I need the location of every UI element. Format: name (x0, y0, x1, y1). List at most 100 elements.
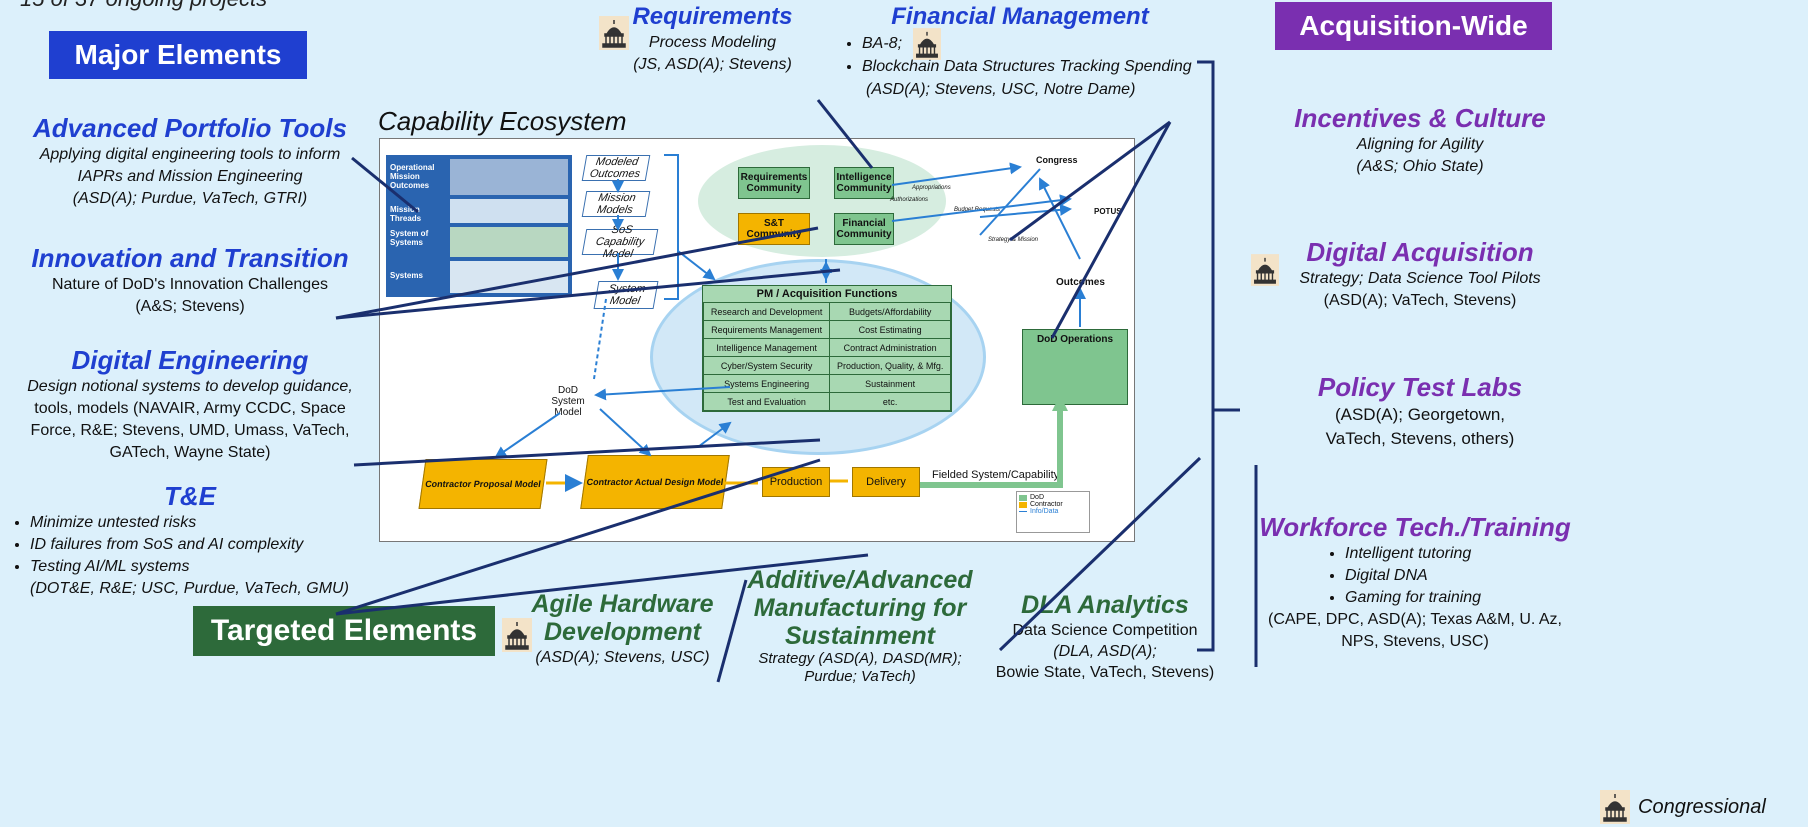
workforce-bullet-3: Gaming for training (1345, 587, 1580, 609)
legend-info: Info/Data (1030, 508, 1059, 515)
congressional-label: Congressional (1638, 795, 1766, 818)
innovation-transition: Innovation and Transition Nature of DoD'… (20, 242, 360, 318)
incentives-section: Incentives & Culture Aligning for Agilit… (1270, 102, 1570, 178)
requirements-section: Requirements Process Modeling (JS, ASD(A… (625, 2, 800, 76)
financial-section: Financial Management BA-8; Blockchain Da… (840, 2, 1200, 101)
workforce-section: Workforce Tech./Training Intelligent tut… (1250, 511, 1580, 653)
dod-ops-title: DoD Operations (1036, 334, 1114, 345)
workforce-title: Workforce Tech./Training (1259, 512, 1571, 542)
incentives-line-2: (A&S; Ohio State) (1356, 158, 1484, 175)
capitol-icon-agile (502, 618, 532, 652)
workforce-bullet-2: Digital DNA (1345, 565, 1580, 587)
policy-section: Policy Test Labs (ASD(A); Georgetown, Va… (1270, 371, 1570, 451)
strategy-mission-label: Strategy & Mission (988, 237, 1039, 243)
policy-line-2: VaTech, Stevens, others) (1325, 429, 1515, 448)
digital-eng-line-1: Design notional systems to develop guida… (27, 378, 353, 395)
dla-line-2: (DLA, ASD(A); (1053, 643, 1157, 660)
dod-system-model: DoD System Model (551, 385, 585, 418)
acquisition-wide-bracket (1197, 60, 1240, 652)
digital-acq-line-2: (ASD(A); VaTech, Stevens) (1323, 292, 1517, 309)
layer-mission-threads: Mission Threads (390, 205, 422, 223)
additive-line-1: Strategy (ASD(A), DASD(MR); (758, 650, 962, 667)
production-box: Production (762, 467, 830, 497)
pm-cell: Test and Evaluation (702, 392, 831, 411)
legend-contractor: Contractor (1030, 501, 1063, 508)
policy-line-1: (ASD(A); Georgetown, (1334, 405, 1506, 424)
diagram-arrows (494, 154, 1086, 492)
digital-eng-title: Digital Engineering (71, 345, 309, 375)
agile-title-2: Development (544, 618, 701, 646)
major-elements-banner: Major Elements (49, 31, 307, 79)
pm-title: PM / Acquisition Functions (756, 288, 898, 300)
capitol-icon-financial (913, 28, 941, 60)
te-title: T&E (164, 481, 216, 511)
dla-title: DLA Analytics (1021, 591, 1189, 619)
incentives-title: Incentives & Culture (1294, 103, 1546, 133)
dla-line-3: Bowie State, VaTech, Stevens) (995, 664, 1215, 681)
capitol-icon-digital-acq (1251, 254, 1279, 286)
workforce-bullet-1: Intelligent tutoring (1345, 543, 1580, 565)
diagram-title: Capability Ecosystem (378, 106, 627, 136)
advanced-portfolio-tools: Advanced Portfolio Tools Applying digita… (20, 112, 360, 210)
digital-eng-line-2: tools, models (NAVAIR, Army CCDC, Space (34, 400, 346, 417)
financial-tail: (ASD(A); Stevens, USC, Notre Dame) (866, 81, 1136, 98)
additive-title-2: Manufacturing for (753, 594, 967, 622)
portfolio-line-2: IAPRs and Mission Engineering (77, 168, 303, 185)
delivery-box: Delivery (852, 467, 920, 497)
potus-label: POTUS (1094, 207, 1122, 216)
layer-operational: Operational Mission Outcomes (390, 163, 435, 190)
digital-acq-title: Digital Acquisition (1306, 237, 1534, 267)
te-bullet-1: Minimize untested risks (30, 512, 370, 534)
additive-title-1: Additive/Advanced (747, 566, 973, 594)
incentives-line-1: Aligning for Agility (1356, 136, 1484, 153)
requirements-community: Requirements Community (738, 167, 810, 199)
agile-line: (ASD(A); Stevens, USC) (535, 649, 710, 666)
additive-title-3: Sustainment (784, 622, 936, 650)
capability-ecosystem-diagram: Operational Mission Outcomes Mission Thr… (379, 138, 1135, 542)
te-section: T&E Minimize untested risks ID failures … (0, 480, 370, 600)
capitol-icon (1600, 790, 1630, 824)
outcomes-label: Outcomes (1056, 277, 1105, 288)
legend-dod: DoD (1030, 494, 1045, 501)
requirements-line-1: Process Modeling (648, 34, 777, 51)
financial-community: Financial Community (834, 213, 894, 245)
dod-operations: DoD Operations (1022, 329, 1128, 405)
financial-bullet-2: Blockchain Data Structures Tracking Spen… (862, 55, 1200, 78)
digital-acquisition-section: Digital Acquisition Strategy; Data Scien… (1270, 236, 1570, 312)
layer-stack: Operational Mission Outcomes Mission Thr… (386, 155, 572, 297)
diagram-legend: DoD Contractor Info/Data (1016, 491, 1090, 533)
layer-systems: Systems (390, 271, 423, 280)
digital-eng-line-3: Force, R&E; Stevens, UMD, Umass, VaTech, (30, 422, 350, 439)
st-community: S&T Community (738, 213, 810, 245)
requirements-title: Requirements (632, 3, 793, 30)
authorizations-label: Authorizations (890, 197, 929, 203)
additive-line-2: Purdue; VaTech) (804, 668, 916, 685)
agile-section: Agile Hardware Development (ASD(A); Stev… (510, 590, 735, 670)
appropriations-label: Appropriations (912, 185, 951, 191)
digital-engineering: Digital Engineering Design notional syst… (20, 344, 360, 464)
capitol-icon-requirements (599, 16, 629, 50)
te-bullet-2: ID failures from SoS and AI complexity (30, 534, 370, 556)
innovation-line-2: (A&S; Stevens) (135, 298, 245, 315)
financial-bullet-1: BA-8; (862, 32, 1200, 55)
pm-cell: etc. (829, 392, 951, 411)
financial-title: Financial Management (891, 3, 1149, 30)
congress-label: Congress (1036, 155, 1078, 165)
targeted-elements-banner: Targeted Elements (193, 606, 495, 656)
portfolio-line-3: (ASD(A); Purdue, VaTech, GTRI) (72, 190, 308, 207)
additive-section: Additive/Advanced Manufacturing for Sust… (735, 566, 985, 686)
portfolio-title: Advanced Portfolio Tools (33, 113, 347, 143)
fielded-label: Fielded System/Capability (932, 469, 1060, 481)
dla-section: DLA Analytics Data Science Competition (… (975, 590, 1235, 683)
workforce-tail-2: NPS, Stevens, USC) (1341, 633, 1489, 650)
innovation-line-1: Nature of DoD's Innovation Challenges (51, 276, 329, 293)
dla-line-1: Data Science Competition (1012, 622, 1198, 639)
congressional-legend: Congressional (1600, 790, 1766, 824)
requirements-line-2: (JS, ASD(A); Stevens) (633, 56, 792, 73)
workforce-tail-1: (CAPE, DPC, ASD(A); Texas A&M, U. Az, (1267, 611, 1562, 628)
layer-sos: System of Systems (390, 229, 429, 247)
policy-title: Policy Test Labs (1317, 372, 1523, 402)
portfolio-line-1: Applying digital engineering tools to in… (39, 146, 341, 163)
innovation-title: Innovation and Transition (31, 243, 349, 273)
